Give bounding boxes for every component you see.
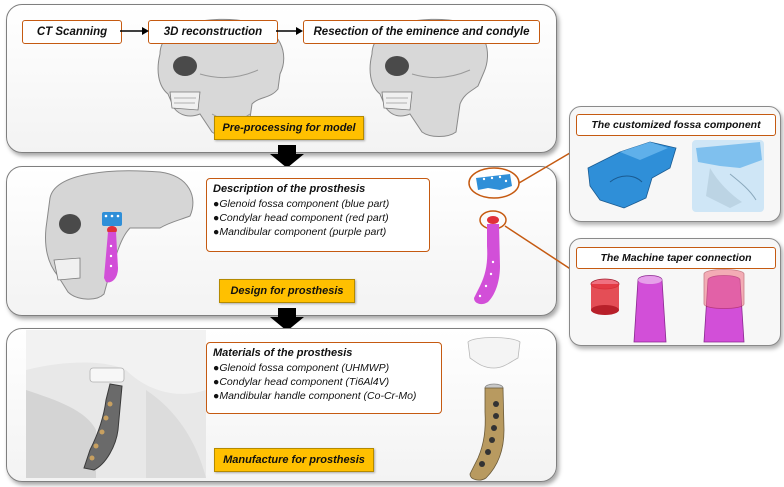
prosthesis-description-box: Description of the prosthesis ●Glenoid f… [206, 178, 430, 252]
arrow-icon [276, 27, 303, 35]
taper-panel-title: The Machine taper connection [576, 247, 776, 269]
taper-connection-image [590, 269, 745, 343]
implanted-prosthesis-photo [26, 330, 206, 478]
skull-image-reconstruction [157, 18, 285, 137]
description-title: Description of the prosthesis [213, 183, 366, 195]
step-3d-reconstruction: 3D reconstruction [148, 20, 278, 44]
fossa-component-image [587, 140, 764, 212]
materials-item: ●Mandibular handle component (Co-Cr-Mo) [213, 390, 417, 402]
step-ct-scanning: CT Scanning [22, 20, 122, 44]
down-arrow-icon [270, 308, 304, 331]
description-item: ●Condylar head component (red part) [213, 212, 389, 224]
prosthesis-components-image [468, 167, 520, 305]
materials-item: ●Glenoid fossa component (UHMWP) [213, 362, 390, 374]
manufacture-label: Manufacture for prosthesis [214, 448, 374, 472]
preprocessing-label: Pre-processing for model [214, 116, 364, 140]
description-item: ●Mandibular component (purple part) [213, 226, 387, 238]
materials-title: Materials of the prosthesis [213, 347, 353, 359]
fossa-panel-title: The customized fossa component [576, 114, 776, 136]
description-item: ●Glenoid fossa component (blue part) [213, 198, 390, 210]
materials-item: ●Condylar head component (Ti6Al4V) [213, 376, 390, 388]
materials-description-box: Materials of the prosthesis ●Glenoid fos… [206, 342, 442, 414]
skull-with-prosthesis-image [45, 170, 194, 300]
arrow-icon [120, 27, 149, 35]
step-resection: Resection of the eminence and condyle [303, 20, 540, 44]
design-label: Design for prosthesis [219, 279, 355, 303]
skull-image-resection [369, 18, 488, 137]
down-arrow-icon [270, 145, 304, 168]
manufactured-prosthesis-image [467, 337, 521, 481]
